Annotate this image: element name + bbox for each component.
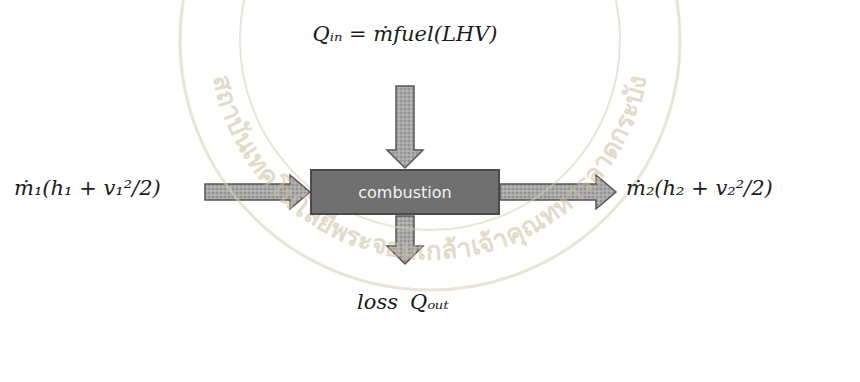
outlet-flow-term: ṁ₂(h₂ + v₂²/2) bbox=[626, 176, 773, 201]
process-box: combustion bbox=[310, 169, 500, 215]
heat-input-equation: Qᵢₙ = ṁfuel(LHV) bbox=[312, 22, 497, 47]
inlet-flow-term: ṁ₁(h₁ + v₁²/2) bbox=[14, 176, 161, 201]
node-text: combustion bbox=[358, 183, 451, 202]
watermark-text: สถาบันเทคโนโลยีพระจอมเกล้าเจ้าคุณทหารลาด… bbox=[207, 72, 653, 266]
heat-in-arrow bbox=[387, 86, 423, 168]
loss-label: loss bbox=[357, 290, 398, 315]
seal-ring bbox=[180, 0, 680, 290]
heat-loss-symbol: Qₒᵤₜ bbox=[410, 290, 449, 315]
